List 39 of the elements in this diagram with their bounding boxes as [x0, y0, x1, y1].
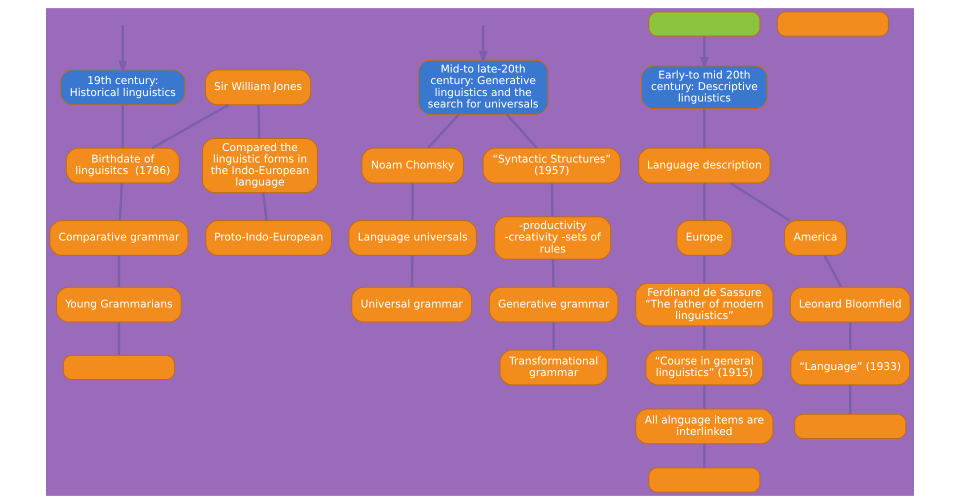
connector	[427, 114, 460, 149]
node-box: Noam Chomsky	[361, 148, 464, 184]
node-box: Young Grammarians	[56, 286, 182, 323]
node-box: Language universals	[348, 220, 477, 256]
connector	[262, 192, 268, 220]
node-box: “Course in general linguistics” (1915)	[645, 350, 764, 386]
connector	[823, 255, 842, 288]
arrow	[700, 36, 709, 70]
node-box: Universal grammar	[351, 286, 472, 323]
node-box: America	[784, 220, 847, 256]
node-box: Early-to mid 20th century: Descriptive linguistics	[641, 66, 768, 110]
node-box: Mid-to late-20th century: Generative linguistics and the search for universals	[418, 60, 548, 115]
node-box: -productivity -creativity -sets of rules	[494, 216, 612, 260]
node-box	[62, 354, 175, 380]
node-box	[648, 11, 760, 37]
node-box: Transformational grammar	[500, 350, 608, 386]
connector	[152, 104, 230, 150]
node-box: Sir William Jones	[204, 69, 312, 106]
node-box: Generative grammar	[488, 286, 618, 323]
node-box: Language description	[638, 148, 771, 184]
node-box: Europe	[676, 220, 732, 256]
node-box: Proto-Indo-European	[205, 220, 332, 256]
node-box: “Language” (1933)	[790, 350, 910, 386]
node-box: Leonard Bloomfield	[790, 286, 911, 323]
connector	[506, 114, 538, 149]
node-box: Ferdinand de Sassure “The father of modern linguistics”	[635, 282, 774, 326]
node-box	[794, 414, 906, 439]
arrow	[118, 25, 128, 74]
node-box: All alnguage items are interlinked	[635, 408, 774, 444]
connector	[730, 182, 790, 222]
node-box: “Syntactic Structures” (1957)	[482, 148, 621, 184]
node-box: Compared the linguistic forms in the Indo-European language	[202, 138, 318, 194]
node-box: 19th century: Historical linguistics	[60, 69, 186, 106]
node-box: Birthdate of linguisitcs (1786)	[66, 148, 180, 184]
arrow	[478, 25, 488, 64]
node-box	[776, 11, 889, 37]
connector	[118, 183, 124, 220]
node-box	[648, 467, 760, 493]
node-box: Comparative grammar	[49, 220, 188, 256]
